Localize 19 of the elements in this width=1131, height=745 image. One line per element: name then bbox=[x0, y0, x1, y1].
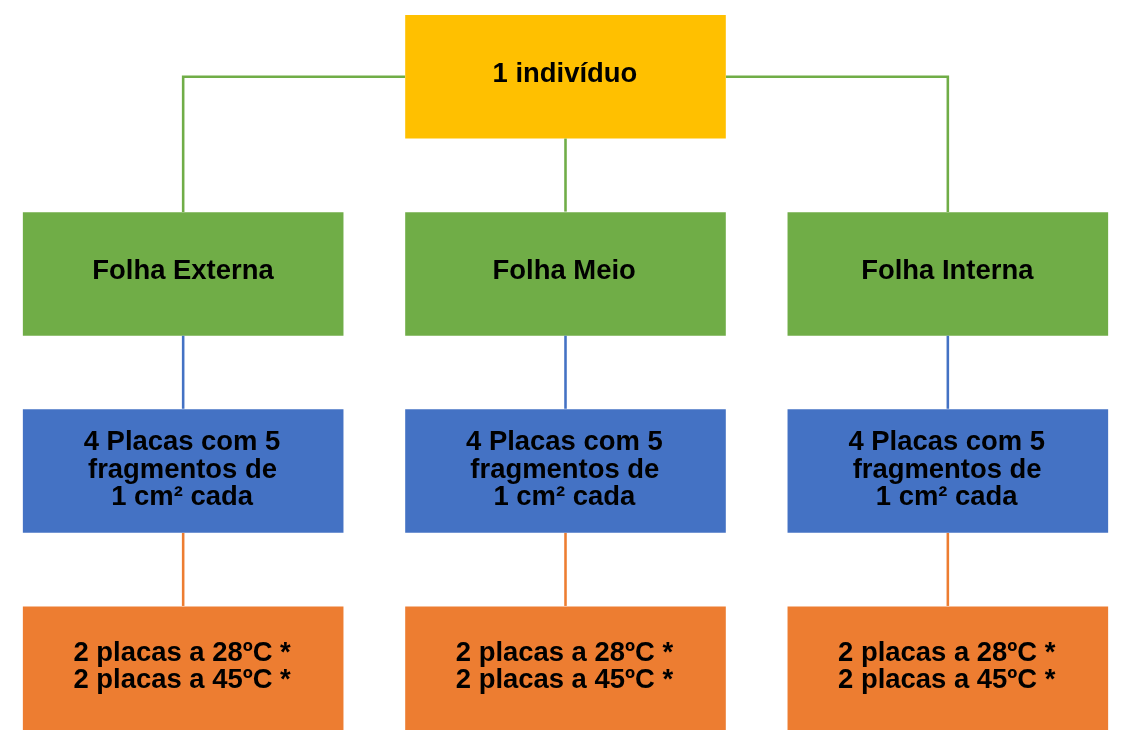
node-box: 2 placas a 28ºC * 2 placas a 45ºC * bbox=[787, 606, 1109, 730]
node-box: 2 placas a 28ºC * 2 placas a 45ºC * bbox=[405, 606, 726, 730]
node-box: 4 Placas com 5 fragmentos de 1 cm² cada bbox=[787, 409, 1109, 533]
connector bbox=[946, 532, 950, 606]
connector bbox=[564, 138, 567, 212]
node-box: 1 indivíduo bbox=[405, 15, 726, 139]
node-box: Folha Externa bbox=[22, 212, 344, 336]
connector bbox=[181, 532, 185, 606]
node-box: Folha Interna bbox=[787, 212, 1109, 336]
node-box: 4 Placas com 5 fragmentos de 1 cm² cada bbox=[405, 409, 726, 533]
connector bbox=[726, 75, 950, 213]
node-box: 4 Placas com 5 fragmentos de 1 cm² cada bbox=[22, 409, 344, 533]
node-box: 2 placas a 28ºC * 2 placas a 45ºC * bbox=[22, 606, 344, 730]
connector bbox=[181, 75, 405, 213]
connector bbox=[564, 335, 567, 409]
node-box: Folha Meio bbox=[405, 212, 726, 336]
connector bbox=[946, 335, 950, 409]
connector bbox=[181, 335, 185, 409]
connector bbox=[564, 532, 567, 606]
